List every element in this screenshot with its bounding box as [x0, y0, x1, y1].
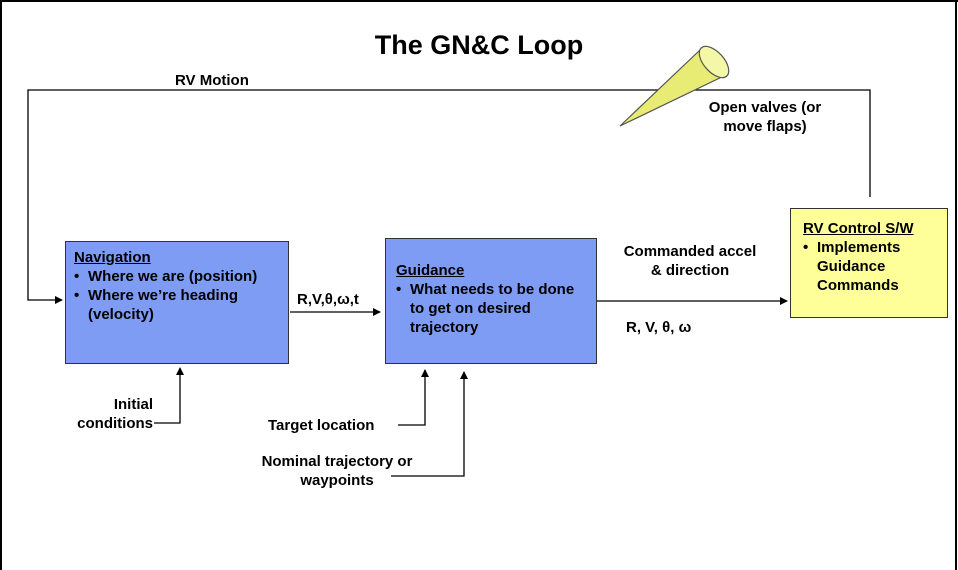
rv-motion-label: RV Motion — [175, 72, 249, 89]
rv-control-heading: RV Control S/W — [803, 220, 914, 237]
navigation-bullet: Where we’re heading (velocity) — [74, 286, 280, 324]
navigation-heading: Navigation — [74, 249, 151, 266]
rv-control-box: RV Control S/W Implements Guidance Comma… — [790, 208, 948, 318]
diagram-title: The GN&C Loop — [374, 30, 584, 60]
nominal-trajectory-arrow — [391, 371, 468, 477]
guidance-heading: Guidance — [396, 262, 465, 279]
slide-frame-left — [0, 0, 2, 570]
target-location-label: Target location — [268, 417, 375, 434]
rv-control-bullet: Implements Guidance Commands — [803, 238, 939, 295]
initial-conditions-label: Initial conditions — [77, 396, 153, 432]
slide-frame-right — [955, 0, 957, 570]
open-valves-label: Open valves (or move flaps) — [708, 99, 822, 135]
nav-to-guidance-label: R,V,θ,ω,t — [297, 291, 359, 308]
navigation-box: Navigation Where we are (position) Where… — [65, 241, 289, 364]
target-location-arrow — [398, 369, 429, 426]
nominal-trajectory-label: Nominal trajectory or waypoints — [261, 453, 413, 489]
guidance-state-label: R, V, θ, ω — [626, 319, 692, 336]
guidance-box: Guidance What needs to be done to get on… — [385, 238, 597, 364]
guidance-bullet: What needs to be done to get on desired … — [396, 280, 588, 337]
cone-icon — [619, 45, 730, 127]
commanded-label: Commanded accel & direction — [623, 243, 757, 279]
navigation-bullet: Where we are (position) — [74, 267, 280, 286]
rv-motion-loop-line — [27, 89, 871, 304]
slide-frame-top — [0, 0, 958, 2]
initial-conditions-arrow — [154, 367, 184, 424]
